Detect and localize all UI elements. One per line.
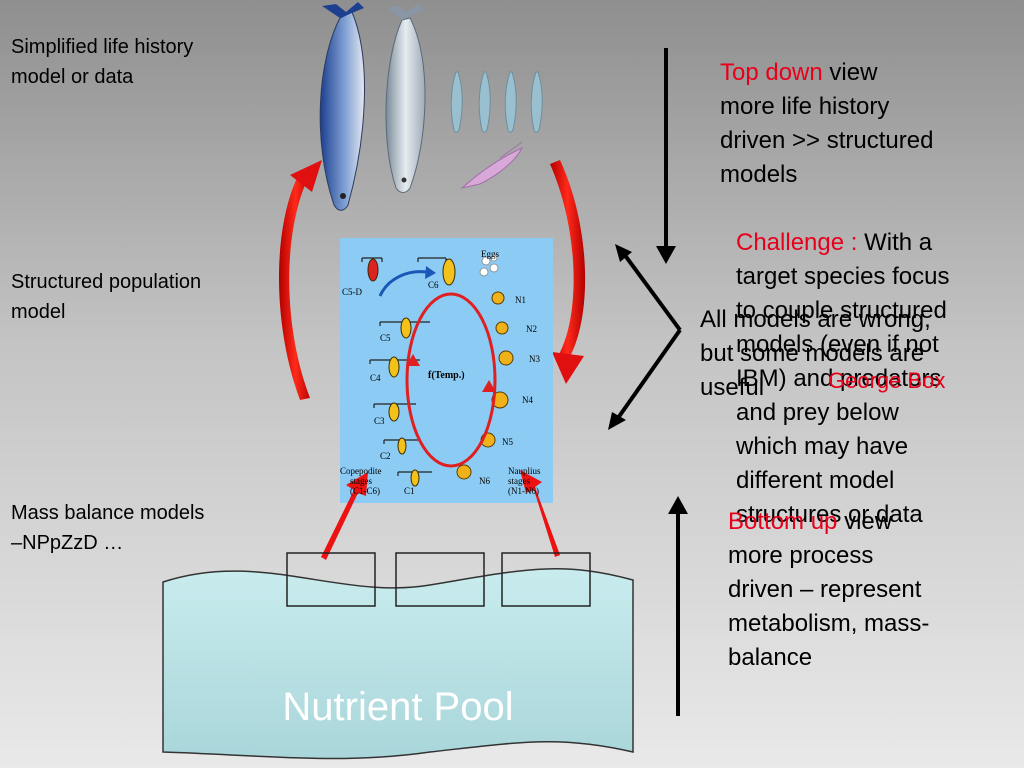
right-up-arrow-icon: [520, 470, 560, 557]
george-box-attribution: George Box: [828, 368, 946, 393]
left-curved-arrow-icon: [279, 160, 322, 400]
right-curved-arrow-icon: [550, 160, 586, 384]
adult-fish-icon: [319, 2, 365, 211]
larval-fish-icon: [450, 71, 543, 133]
stage-n2: N2: [526, 324, 537, 334]
nutrient-pool-shape: [162, 552, 634, 760]
top-down-text: Top down view more life history driven >…: [720, 59, 934, 188]
stage-c5: C5: [380, 333, 391, 343]
stage-n3: N3: [529, 354, 540, 364]
stage-n5: N5: [502, 437, 513, 447]
structured-population-label: Structured population model: [11, 271, 202, 323]
krill-icon: [460, 141, 524, 189]
stage-n4: N4: [522, 395, 533, 405]
all-models-quote: All models are wrong, but some models ar…: [700, 306, 931, 401]
copepodite-group-label: Copepodite stages (C1-C6): [340, 466, 382, 496]
bottom-up-arrow-icon: [668, 496, 688, 716]
nauplius-group-label: Nauplius stages (N1-N6): [508, 466, 541, 496]
left-up-arrow-icon: [321, 472, 368, 560]
nutrient-pool-label: Nutrient Pool: [282, 685, 514, 729]
temp-label: f(Temp.): [428, 370, 465, 381]
stage-c5d: C5-D: [342, 287, 362, 297]
stage-c6: C6: [428, 280, 439, 290]
copepod-labels: Eggs f(Temp.) C6 C5-D C5 C4 C3 C2 C1 N1 …: [340, 238, 553, 503]
life-history-label: Simplified life history model or data: [11, 36, 194, 88]
stage-n6: N6: [479, 476, 490, 486]
stage-c4: C4: [370, 373, 381, 383]
chevron-arrows-icon: [608, 244, 682, 430]
copepod-life-cycle-panel: [340, 238, 553, 503]
stage-c3: C3: [374, 416, 385, 426]
bottom-up-text: Bottom up view more process driven – rep…: [728, 508, 930, 671]
mass-balance-label: Mass balance models –NPpZzD …: [11, 502, 205, 554]
challenge-text: Challenge : With a target species focus …: [736, 229, 950, 528]
eggs-label: Eggs: [481, 249, 499, 259]
stage-n1: N1: [515, 295, 526, 305]
stage-c1: C1: [404, 486, 415, 496]
juvenile-fish-icon: [385, 4, 426, 193]
top-down-arrow-icon: [656, 48, 676, 264]
stage-c2: C2: [380, 451, 391, 461]
